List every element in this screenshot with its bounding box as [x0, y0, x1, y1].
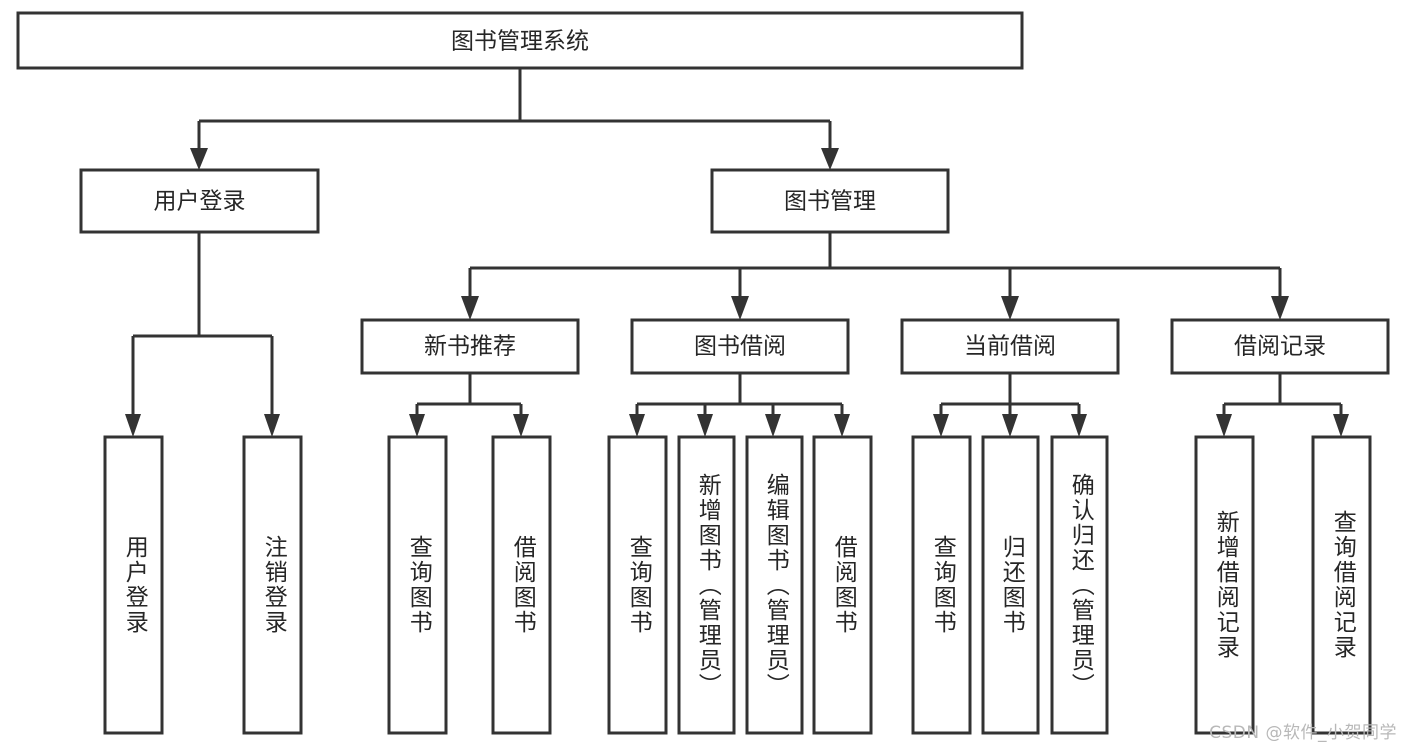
arrow-head-leaf-query-book-3	[933, 414, 949, 437]
node-leaf-borrow-book-2[interactable]	[812, 435, 873, 735]
node-root-system-label: 图书管理系统	[451, 29, 589, 55]
node-leaf-return-book[interactable]	[981, 435, 1040, 735]
connector-group-borrow-record-children	[1216, 373, 1349, 437]
connector-group-user-login-children	[125, 232, 280, 437]
node-book-manage-label: 图书管理	[784, 189, 876, 215]
node-new-book-recommend[interactable]	[360, 318, 580, 375]
node-book-borrow[interactable]	[630, 318, 850, 375]
node-current-borrow[interactable]	[900, 318, 1120, 375]
node-root-system[interactable]	[16, 11, 1024, 70]
node-leaf-edit-book-admin[interactable]	[745, 435, 804, 735]
node-book-borrow-label: 图书借阅	[694, 334, 786, 360]
connector-group-new-book-children	[409, 373, 529, 437]
arrow-head-leaf-query-record	[1333, 414, 1349, 437]
node-new-book-recommend-label: 新书推荐	[424, 334, 516, 360]
arrow-head-leaf-borrow-book-1	[513, 414, 529, 437]
arrow-head-borrow-record	[1271, 296, 1289, 320]
connector-group-book-manage-children	[461, 232, 1289, 320]
arrow-head-leaf-query-book-1	[409, 414, 425, 437]
node-leaf-query-book-2[interactable]	[607, 435, 668, 735]
arrow-head-leaf-add-record	[1216, 414, 1232, 437]
node-leaf-add-book-admin[interactable]	[677, 435, 736, 735]
node-book-manage[interactable]	[710, 168, 950, 234]
node-borrow-record[interactable]	[1170, 318, 1390, 375]
arrow-head-book-borrow	[731, 296, 749, 320]
node-leaf-add-borrow-record[interactable]	[1194, 435, 1255, 735]
node-leaf-query-borrow-record[interactable]	[1311, 435, 1372, 735]
node-user-login[interactable]	[79, 168, 320, 234]
arrow-head-leaf-logout	[264, 414, 280, 437]
node-borrow-record-label: 借阅记录	[1234, 334, 1326, 360]
node-leaf-logout[interactable]	[242, 435, 303, 735]
node-leaf-borrow-book-1[interactable]	[491, 435, 552, 735]
arrow-head-leaf-borrow-book-2	[834, 414, 850, 437]
arrow-head-leaf-user-login	[125, 414, 141, 437]
connector-group-root-to-level2	[190, 68, 839, 170]
arrow-head-leaf-edit-book	[765, 414, 781, 437]
arrow-head-user-login	[190, 148, 208, 170]
node-leaf-query-book-1[interactable]	[387, 435, 448, 735]
csdn-watermark: CSDN @软件_小贺同学	[1209, 723, 1397, 743]
node-leaf-confirm-return-admin[interactable]	[1050, 435, 1109, 735]
node-leaf-user-login[interactable]	[103, 435, 164, 735]
node-current-borrow-label: 当前借阅	[964, 334, 1056, 360]
arrow-head-leaf-add-book	[697, 414, 713, 437]
arrow-head-leaf-return-book	[1002, 414, 1018, 437]
arrow-head-book-manage	[821, 148, 839, 170]
connector-group-current-borrow-children	[933, 373, 1087, 437]
arrow-head-current-borrow	[1001, 296, 1019, 320]
arrow-head-leaf-query-book-2	[629, 414, 645, 437]
arrow-head-leaf-confirm-return	[1071, 414, 1087, 437]
node-user-login-label: 用户登录	[154, 189, 246, 215]
connector-group-book-borrow-children	[629, 373, 850, 437]
node-leaf-query-book-3[interactable]	[911, 435, 972, 735]
arrow-head-new-book-recommend	[461, 296, 479, 320]
